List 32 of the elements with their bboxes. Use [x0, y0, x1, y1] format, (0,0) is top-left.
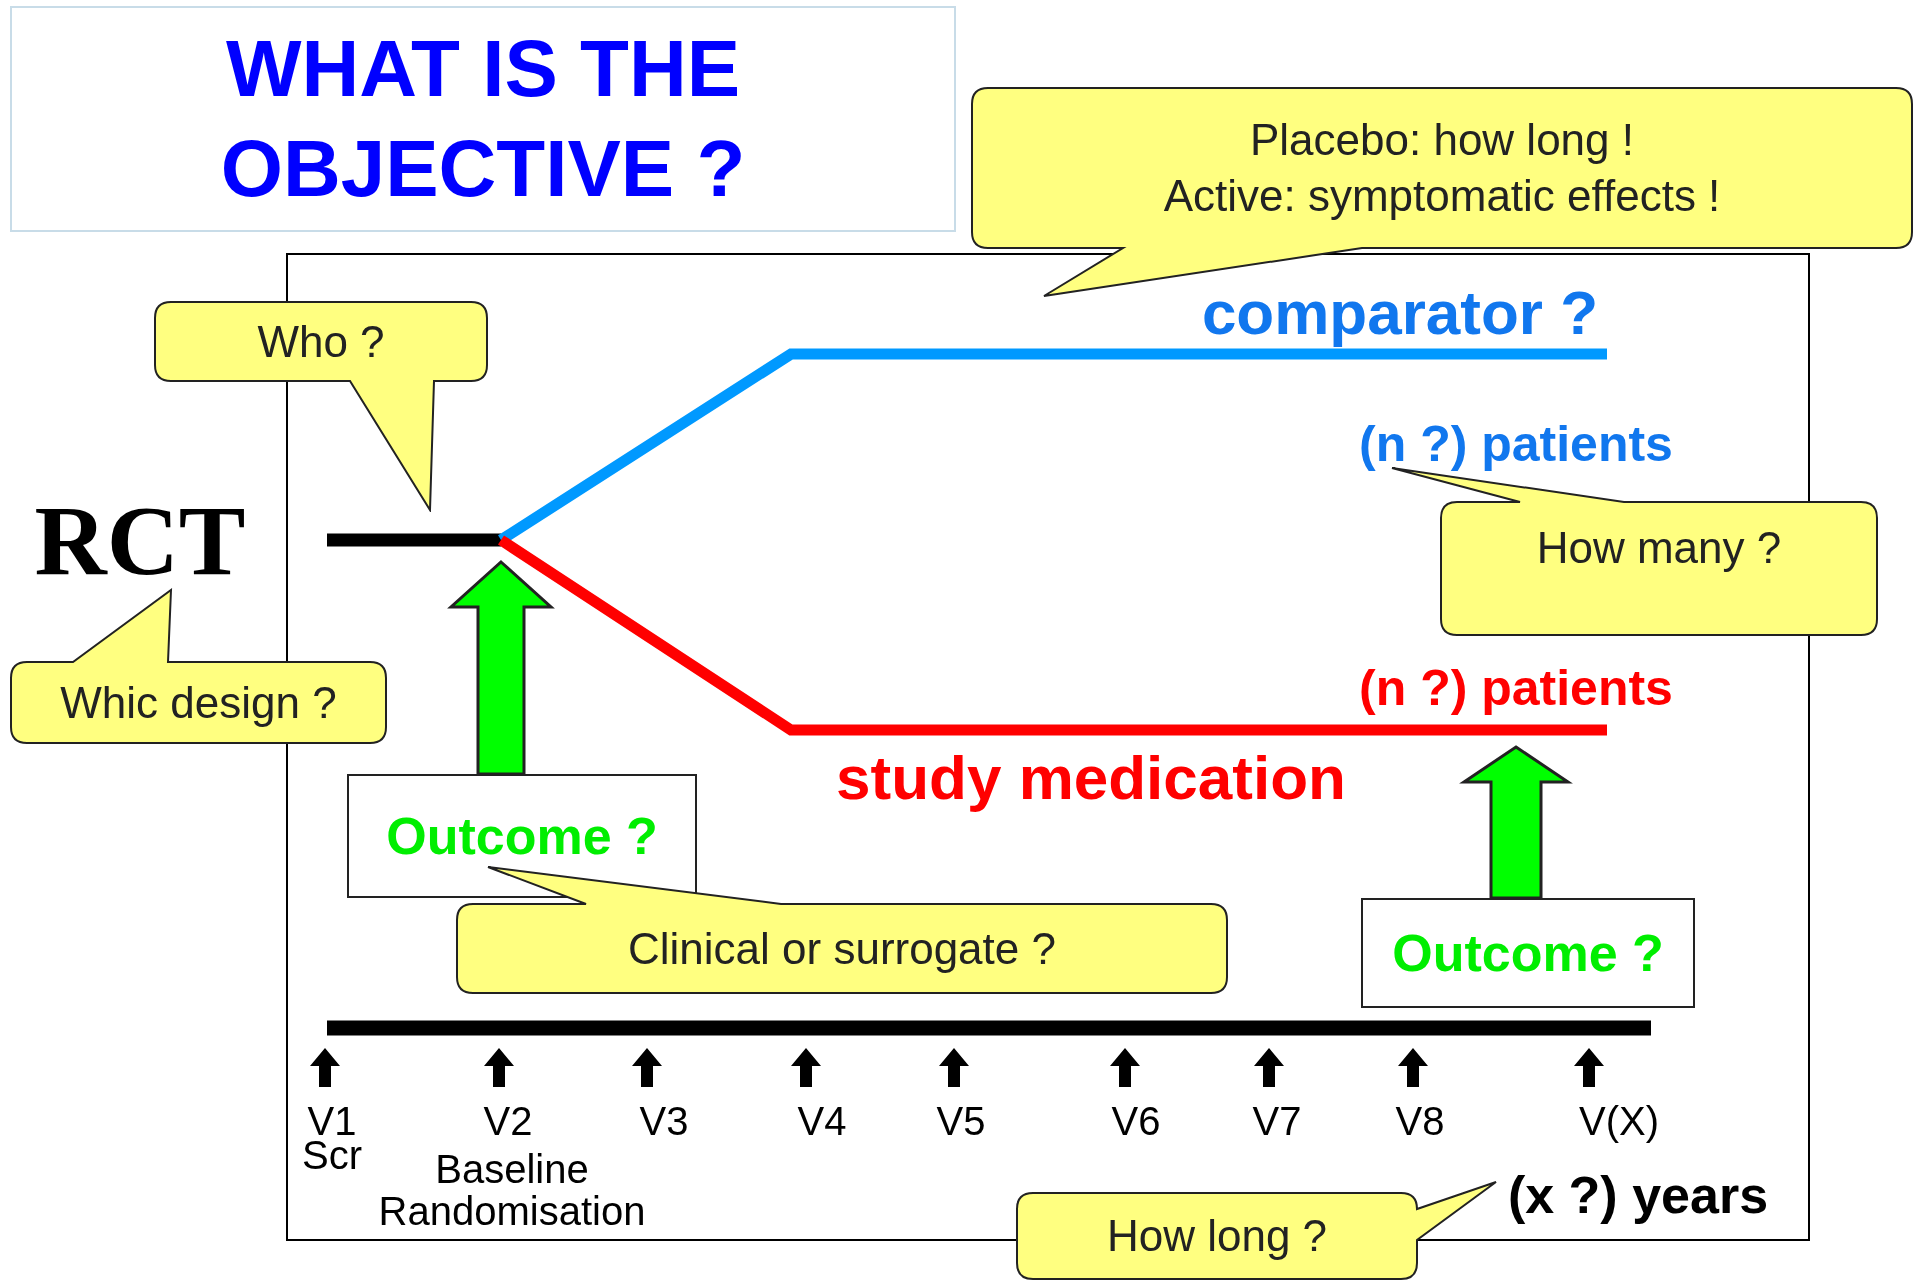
callout-text: Who ?: [257, 315, 385, 368]
visit-label: V2: [483, 1103, 533, 1139]
callout-text: Placebo: how long !: [1249, 114, 1634, 166]
title: WHAT IS THE OBJECTIVE ?: [219, 23, 747, 215]
speech-bubble: [1015, 1180, 1498, 1281]
visit-label: Baseline Randomisation: [377, 1148, 647, 1232]
visit-label: V6: [1111, 1103, 1161, 1139]
visit-label: V8: [1395, 1103, 1445, 1139]
visit-label: Scr: [302, 1137, 362, 1173]
box-label: Outcome ?: [1392, 923, 1664, 983]
speech-bubble: [9, 588, 388, 745]
callout-text: How long ?: [1106, 1210, 1328, 1262]
visit-label: V4: [797, 1103, 847, 1139]
patient-count-label: (n ?) patients: [1340, 656, 1692, 720]
callout-text: Clinical or surrogate ?: [628, 922, 1056, 975]
visit-label: V1: [307, 1103, 357, 1139]
box-label: Outcome ?: [386, 806, 658, 866]
duration-label: (x ?) years: [1498, 1160, 1778, 1230]
speech-bubble: [455, 865, 1229, 995]
arm-label: study medication: [826, 742, 1356, 812]
visit-label: V3: [639, 1103, 689, 1139]
visit-label: V5: [936, 1103, 986, 1139]
question-box: [1361, 898, 1695, 1008]
arm-label: comparator ?: [1185, 272, 1615, 352]
block-arrow: [447, 560, 555, 776]
callout-text: Whic design ?: [60, 676, 337, 729]
visit-label: V7: [1252, 1103, 1302, 1139]
callout-text: Active: symptomatic effects !: [1163, 170, 1721, 222]
patient-count-label: (n ?) patients: [1340, 412, 1692, 476]
question-box: [347, 774, 697, 898]
callout-text: How many ?: [1536, 522, 1782, 574]
block-arrow: [1459, 745, 1573, 900]
